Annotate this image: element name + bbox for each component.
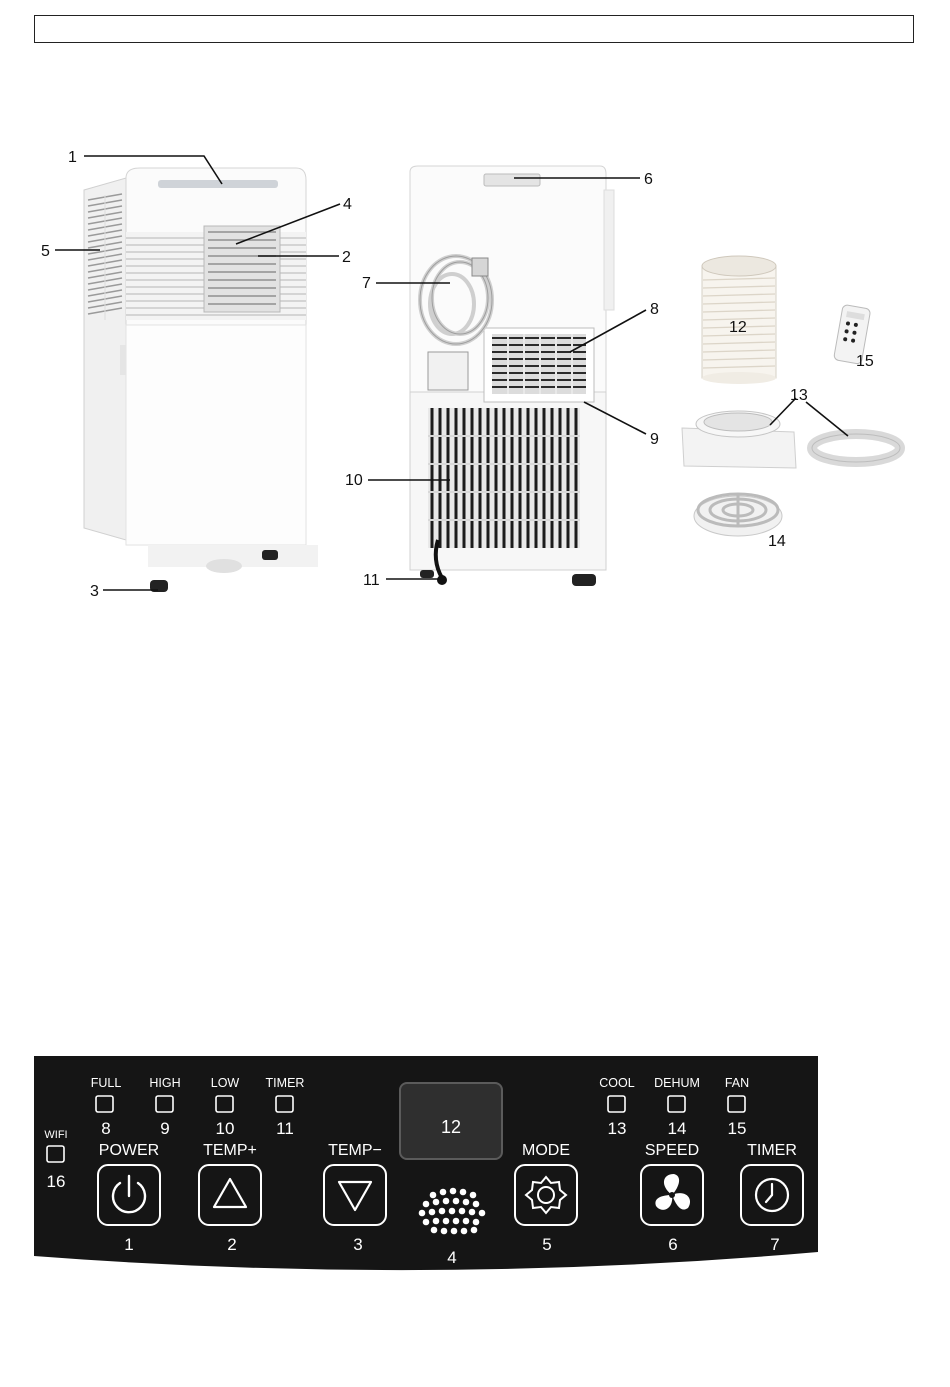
indicator-number: 8 [101, 1119, 110, 1138]
button-label: TEMP− [328, 1142, 382, 1159]
product-figure: 1 4 2 5 3 6 7 8 9 10 11 12 13 14 15 [0, 0, 950, 640]
button-number: 6 [668, 1235, 677, 1254]
indicator-label: WIFI [44, 1129, 67, 1141]
callout-6: 6 [644, 171, 653, 188]
button-number: 3 [353, 1235, 362, 1254]
callout-8: 8 [650, 301, 659, 318]
callout-11: 11 [363, 572, 380, 589]
button-number: 2 [227, 1235, 236, 1254]
indicator-label: DEHUM [654, 1076, 700, 1090]
indicator-number: 16 [47, 1172, 66, 1191]
indicator-number: 13 [608, 1119, 627, 1138]
indicator-label: FAN [725, 1076, 749, 1090]
indicator-number: 9 [160, 1119, 169, 1138]
indicator-label: LOW [211, 1076, 240, 1090]
button-label: TEMP+ [203, 1142, 257, 1159]
button-label: MODE [522, 1142, 570, 1159]
button-number: 5 [542, 1235, 551, 1254]
indicator-label: FULL [91, 1076, 122, 1090]
display: 12 [400, 1083, 502, 1159]
indicator-label: COOL [599, 1076, 634, 1090]
button-number: 1 [124, 1235, 133, 1254]
button-label: POWER [99, 1142, 159, 1159]
callout-4: 4 [343, 196, 352, 213]
callout-12: 12 [729, 319, 747, 336]
receiver-number: 4 [447, 1248, 456, 1267]
rear-unit [410, 166, 614, 586]
button-label: TIMER [747, 1142, 797, 1159]
callout-9: 9 [650, 431, 659, 448]
front-unit [84, 168, 318, 592]
control-panel: FULL 8 HIGH 9 LOW 10 TIMER 11 COOL 13 DE… [34, 1056, 818, 1278]
indicator-number: 14 [668, 1119, 687, 1138]
callout-13: 13 [790, 387, 808, 404]
callout-7: 7 [362, 275, 371, 292]
callout-5: 5 [41, 243, 50, 260]
button-label: SPEED [645, 1142, 699, 1159]
callout-3: 3 [90, 583, 99, 600]
indicator-label: HIGH [149, 1076, 180, 1090]
indicator-number: 10 [216, 1119, 235, 1138]
display-number: 12 [441, 1117, 461, 1137]
callout-15: 15 [856, 353, 874, 370]
callout-2: 2 [342, 249, 351, 266]
indicator-number: 15 [728, 1119, 747, 1138]
callout-14: 14 [768, 533, 786, 550]
callout-10: 10 [345, 472, 363, 489]
callout-1: 1 [68, 149, 77, 166]
indicator-number: 11 [276, 1119, 294, 1138]
indicator-label: TIMER [266, 1076, 305, 1090]
button-number: 7 [770, 1235, 779, 1254]
